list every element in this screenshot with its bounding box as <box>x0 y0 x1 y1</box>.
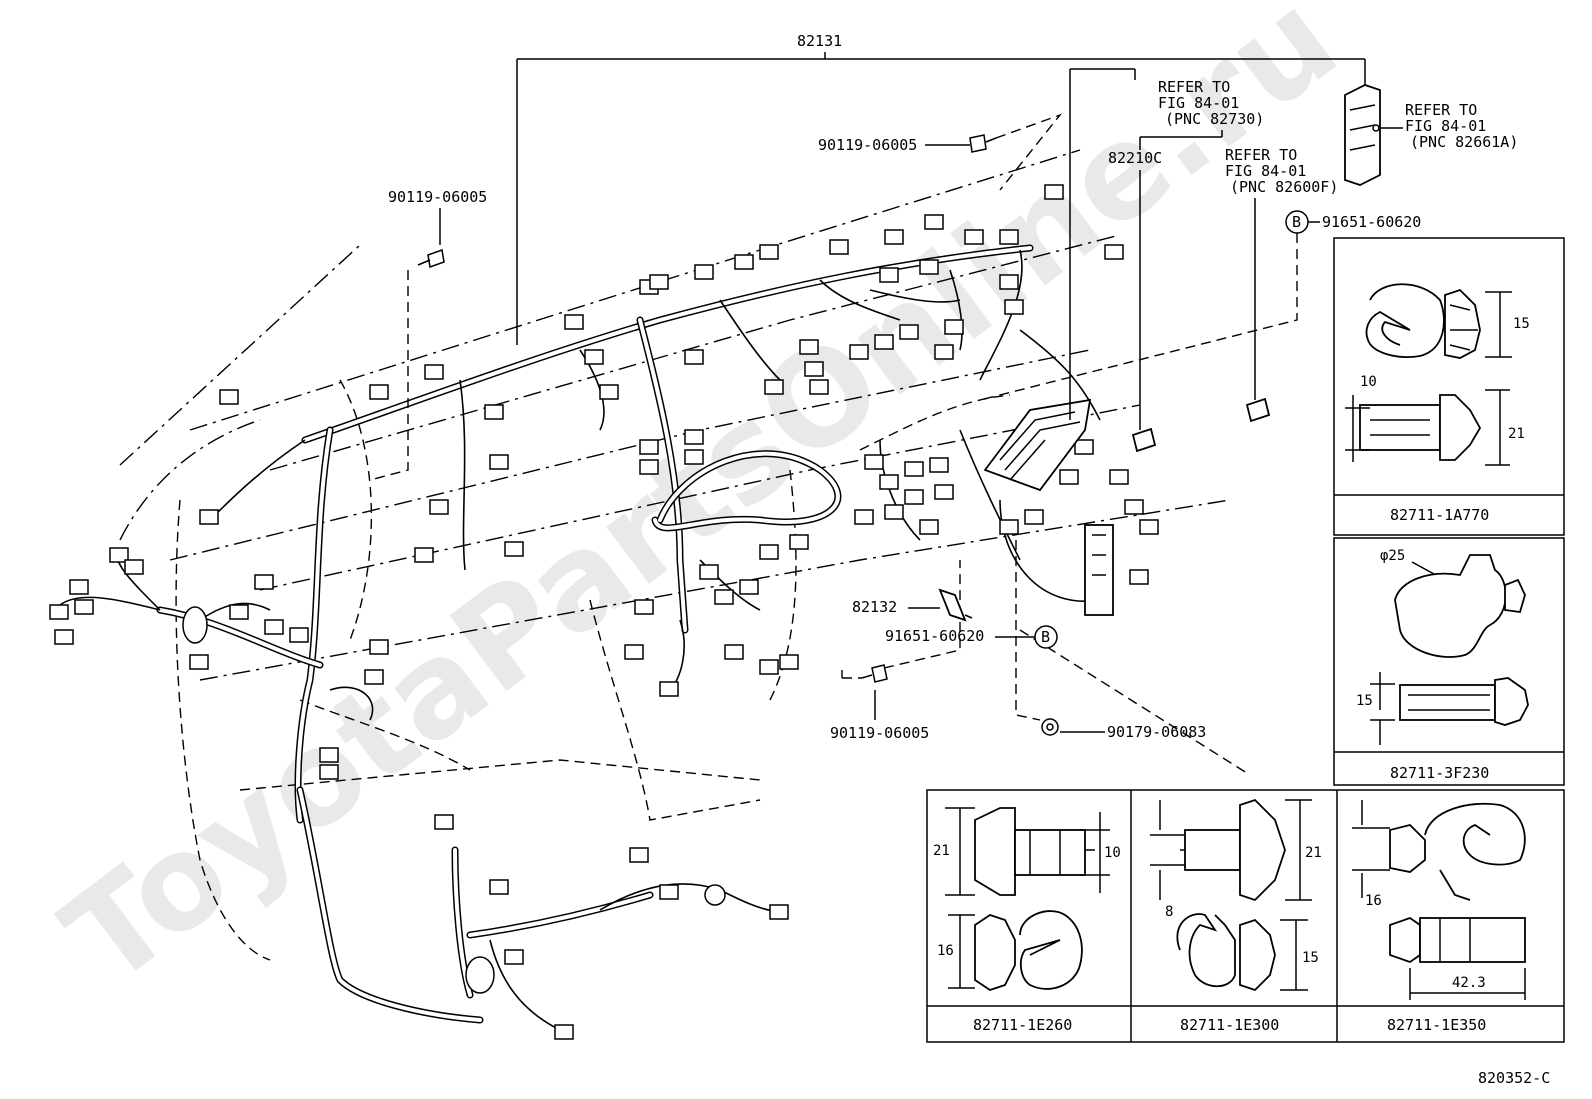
part-82132: 82132 <box>852 588 973 622</box>
svg-text:90119-06005: 90119-06005 <box>818 136 917 154</box>
svg-text:FIG 84-01: FIG 84-01 <box>1158 94 1239 112</box>
watermark: ToyotaPartsOnline.ru <box>37 0 1364 1015</box>
nut-90179: 90179-06083 <box>1015 540 1206 741</box>
clip-82711-1a770: 15 10 21 82711-1A770 <box>1345 283 1530 524</box>
svg-text:82711-1A770: 82711-1A770 <box>1390 506 1489 524</box>
bolt-top: 90119-06005 <box>818 113 1063 191</box>
clip-82711-1e260: 21 10 16 82711-1E260 <box>933 807 1121 1034</box>
clip-82711-1e350: 16 42.3 82711-1E350 <box>1352 800 1526 1034</box>
svg-text:21: 21 <box>1305 845 1322 861</box>
svg-text:82711-1E350: 82711-1E350 <box>1387 1016 1486 1034</box>
svg-text:(PNC 82600F): (PNC 82600F) <box>1230 178 1338 196</box>
junction-block <box>983 398 1114 616</box>
bolt-bottom: 90119-06005 <box>830 560 961 742</box>
svg-text:REFER TO: REFER TO <box>1225 146 1297 164</box>
svg-text:FIG 84-01: FIG 84-01 <box>1405 117 1486 135</box>
connectors <box>49 184 1159 1040</box>
svg-text:(PNC 82730): (PNC 82730) <box>1165 110 1264 128</box>
svg-text:90179-06083: 90179-06083 <box>1107 723 1206 741</box>
svg-text:16: 16 <box>1365 893 1382 909</box>
svg-text:15: 15 <box>1302 950 1319 966</box>
svg-text:15: 15 <box>1513 316 1530 332</box>
clip-detail-panel <box>926 237 1565 1043</box>
svg-text:42.3: 42.3 <box>1452 975 1486 991</box>
svg-text:10: 10 <box>1360 374 1377 390</box>
svg-text:FIG 84-01: FIG 84-01 <box>1225 162 1306 180</box>
svg-text:82132: 82132 <box>852 598 897 616</box>
bracket-82661a <box>1344 84 1381 186</box>
bolt-left: 90119-06005 <box>369 188 487 481</box>
svg-text:82711-3F230: 82711-3F230 <box>1390 764 1489 782</box>
connector-82600f <box>1245 397 1271 423</box>
callout-b-bottom: 91651-60620 B <box>885 625 1058 649</box>
grommet <box>182 606 208 644</box>
grommet <box>704 884 726 906</box>
svg-text:10: 10 <box>1104 845 1121 861</box>
svg-text:REFER TO: REFER TO <box>1158 78 1230 96</box>
figure-code: 820352-C <box>1478 1069 1550 1087</box>
svg-text:(PNC 82661A): (PNC 82661A) <box>1410 133 1518 151</box>
grommet <box>465 956 495 994</box>
clip-82711-1e300: 8 21 15 82711-1E300 <box>1150 798 1322 1034</box>
main-harness-label: 82131 <box>797 32 842 50</box>
part-82210c-label: 82210C <box>1108 149 1162 167</box>
svg-text:90119-06005: 90119-06005 <box>830 724 929 742</box>
svg-text:15: 15 <box>1356 693 1373 709</box>
svg-text:REFER TO: REFER TO <box>1405 101 1477 119</box>
reference-note-82730: REFER TO FIG 84-01 (PNC 82730) <box>1139 78 1264 150</box>
svg-text:90119-06005: 90119-06005 <box>388 188 487 206</box>
svg-text:82711-1E260: 82711-1E260 <box>973 1016 1072 1034</box>
svg-text:21: 21 <box>1508 426 1525 442</box>
connector-82210c <box>1131 427 1157 453</box>
main-harness-leader <box>516 52 1366 420</box>
callout-b-top: B <box>979 210 1320 401</box>
svg-text:16: 16 <box>937 943 954 959</box>
svg-text:21: 21 <box>933 843 950 859</box>
svg-text:91651-60620: 91651-60620 <box>885 627 984 645</box>
svg-text:B: B <box>1292 213 1301 231</box>
svg-text:82711-1E300: 82711-1E300 <box>1180 1016 1279 1034</box>
svg-text:B: B <box>1041 628 1050 646</box>
reference-note-82661a: REFER TO FIG 84-01 (PNC 82661A) <box>1378 101 1518 151</box>
svg-text:φ25: φ25 <box>1380 548 1405 564</box>
clip-b-top-label: 91651-60620 <box>1322 213 1421 231</box>
svg-text:8: 8 <box>1165 904 1173 920</box>
clip-82711-3f230: φ25 15 82711-3F230 <box>1356 548 1529 782</box>
reference-note-82600f: REFER TO FIG 84-01 (PNC 82600F) <box>1225 146 1338 400</box>
